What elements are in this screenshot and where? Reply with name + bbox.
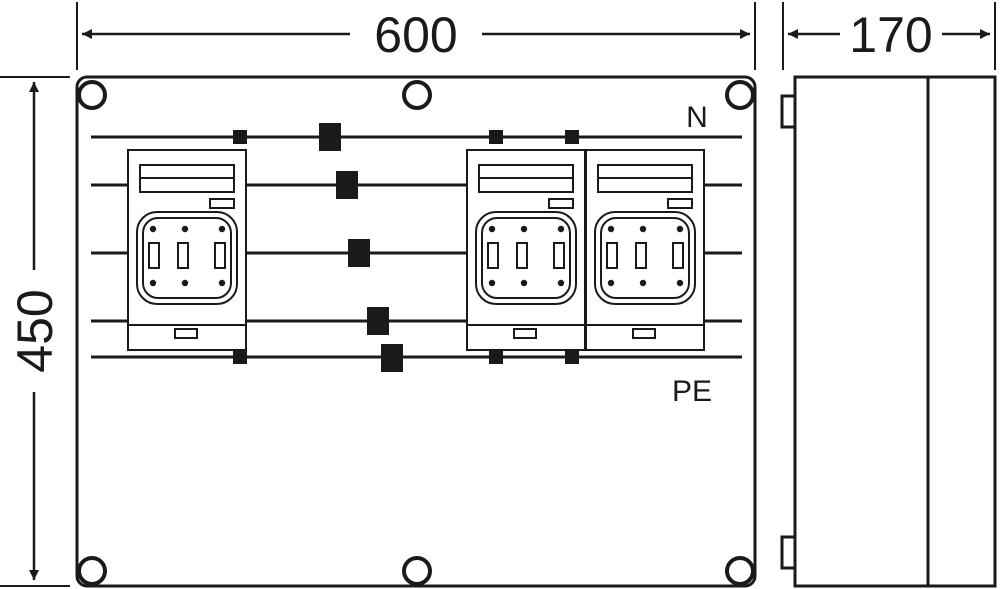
width-dimension-label: 600: [374, 7, 457, 63]
depth-dimension: [782, 2, 996, 70]
fuse-screw: [488, 225, 496, 233]
depth-dimension-label: 170: [849, 7, 932, 63]
bus-clamp-small: [233, 350, 247, 364]
fuse-screw: [520, 279, 528, 287]
fuse-screw: [181, 279, 189, 287]
mounting-hole: [77, 80, 107, 110]
fuse-screw: [639, 279, 647, 287]
mounting-holes: [77, 80, 755, 586]
height-dimension-label: 450: [7, 289, 63, 372]
fuse-screw: [488, 279, 496, 287]
fuse-slot: [214, 242, 226, 269]
fuse-switch-tab: [174, 328, 198, 339]
fuse-slot: [516, 242, 528, 269]
fuse-switch-indicator: [667, 198, 693, 209]
fuse-screw: [676, 225, 684, 233]
fuse-screw: [557, 225, 565, 233]
busbar-label-n: N: [686, 101, 708, 134]
bus-clamp-large: [381, 344, 403, 372]
fuse-screw: [218, 279, 226, 287]
fuse-slot: [635, 242, 647, 269]
bus-clamp-small: [565, 130, 579, 144]
fuse-screw: [181, 225, 189, 233]
fuse-switch-unit: [585, 149, 705, 351]
fuse-slot: [177, 242, 189, 269]
bus-clamp-small: [233, 130, 247, 144]
mounting-hole: [77, 556, 107, 586]
fuse-slot: [148, 242, 160, 269]
fuse-switches: [127, 149, 705, 351]
fuse-screw: [607, 279, 615, 287]
fuse-switch-unit: [127, 149, 247, 351]
fuse-slot: [606, 242, 618, 269]
fuse-screw: [607, 225, 615, 233]
bus-clamp-large: [367, 307, 389, 335]
fuse-switch-tab: [632, 328, 656, 339]
bus-clamp-large: [348, 239, 370, 267]
fuse-switch-tab: [513, 328, 537, 339]
busbar-clamps: [233, 123, 579, 372]
width-dimension: [76, 2, 756, 70]
bus-clamp-large: [336, 171, 358, 199]
bus-clamp-small: [489, 350, 503, 364]
height-dimension: [0, 76, 70, 587]
enclosure-front: [75, 75, 757, 588]
fuse-screw: [149, 279, 157, 287]
mounting-hole: [725, 556, 755, 586]
mounting-hole: [725, 80, 755, 110]
fuse-screw: [149, 225, 157, 233]
fuse-slot: [553, 242, 565, 269]
fuse-slot: [672, 242, 684, 269]
bus-clamp-small: [489, 130, 503, 144]
busbar-label-pe: PE: [672, 375, 712, 408]
side-hinge-top: [780, 94, 797, 129]
mounting-hole: [402, 556, 432, 586]
fuse-screw: [639, 225, 647, 233]
side-hinge-bottom: [780, 535, 797, 570]
fuse-switch-indicator: [548, 198, 574, 209]
fuse-screw: [676, 279, 684, 287]
fuse-slot: [487, 242, 499, 269]
fuse-switch-indicator: [209, 198, 235, 209]
enclosure-side: [793, 75, 997, 588]
fuse-screw: [218, 225, 226, 233]
fuse-screw: [520, 225, 528, 233]
bus-clamp-small: [565, 350, 579, 364]
fuse-switch-unit: [466, 149, 586, 351]
bus-clamp-large: [319, 123, 341, 151]
mounting-hole: [402, 80, 432, 110]
fuse-screw: [557, 279, 565, 287]
